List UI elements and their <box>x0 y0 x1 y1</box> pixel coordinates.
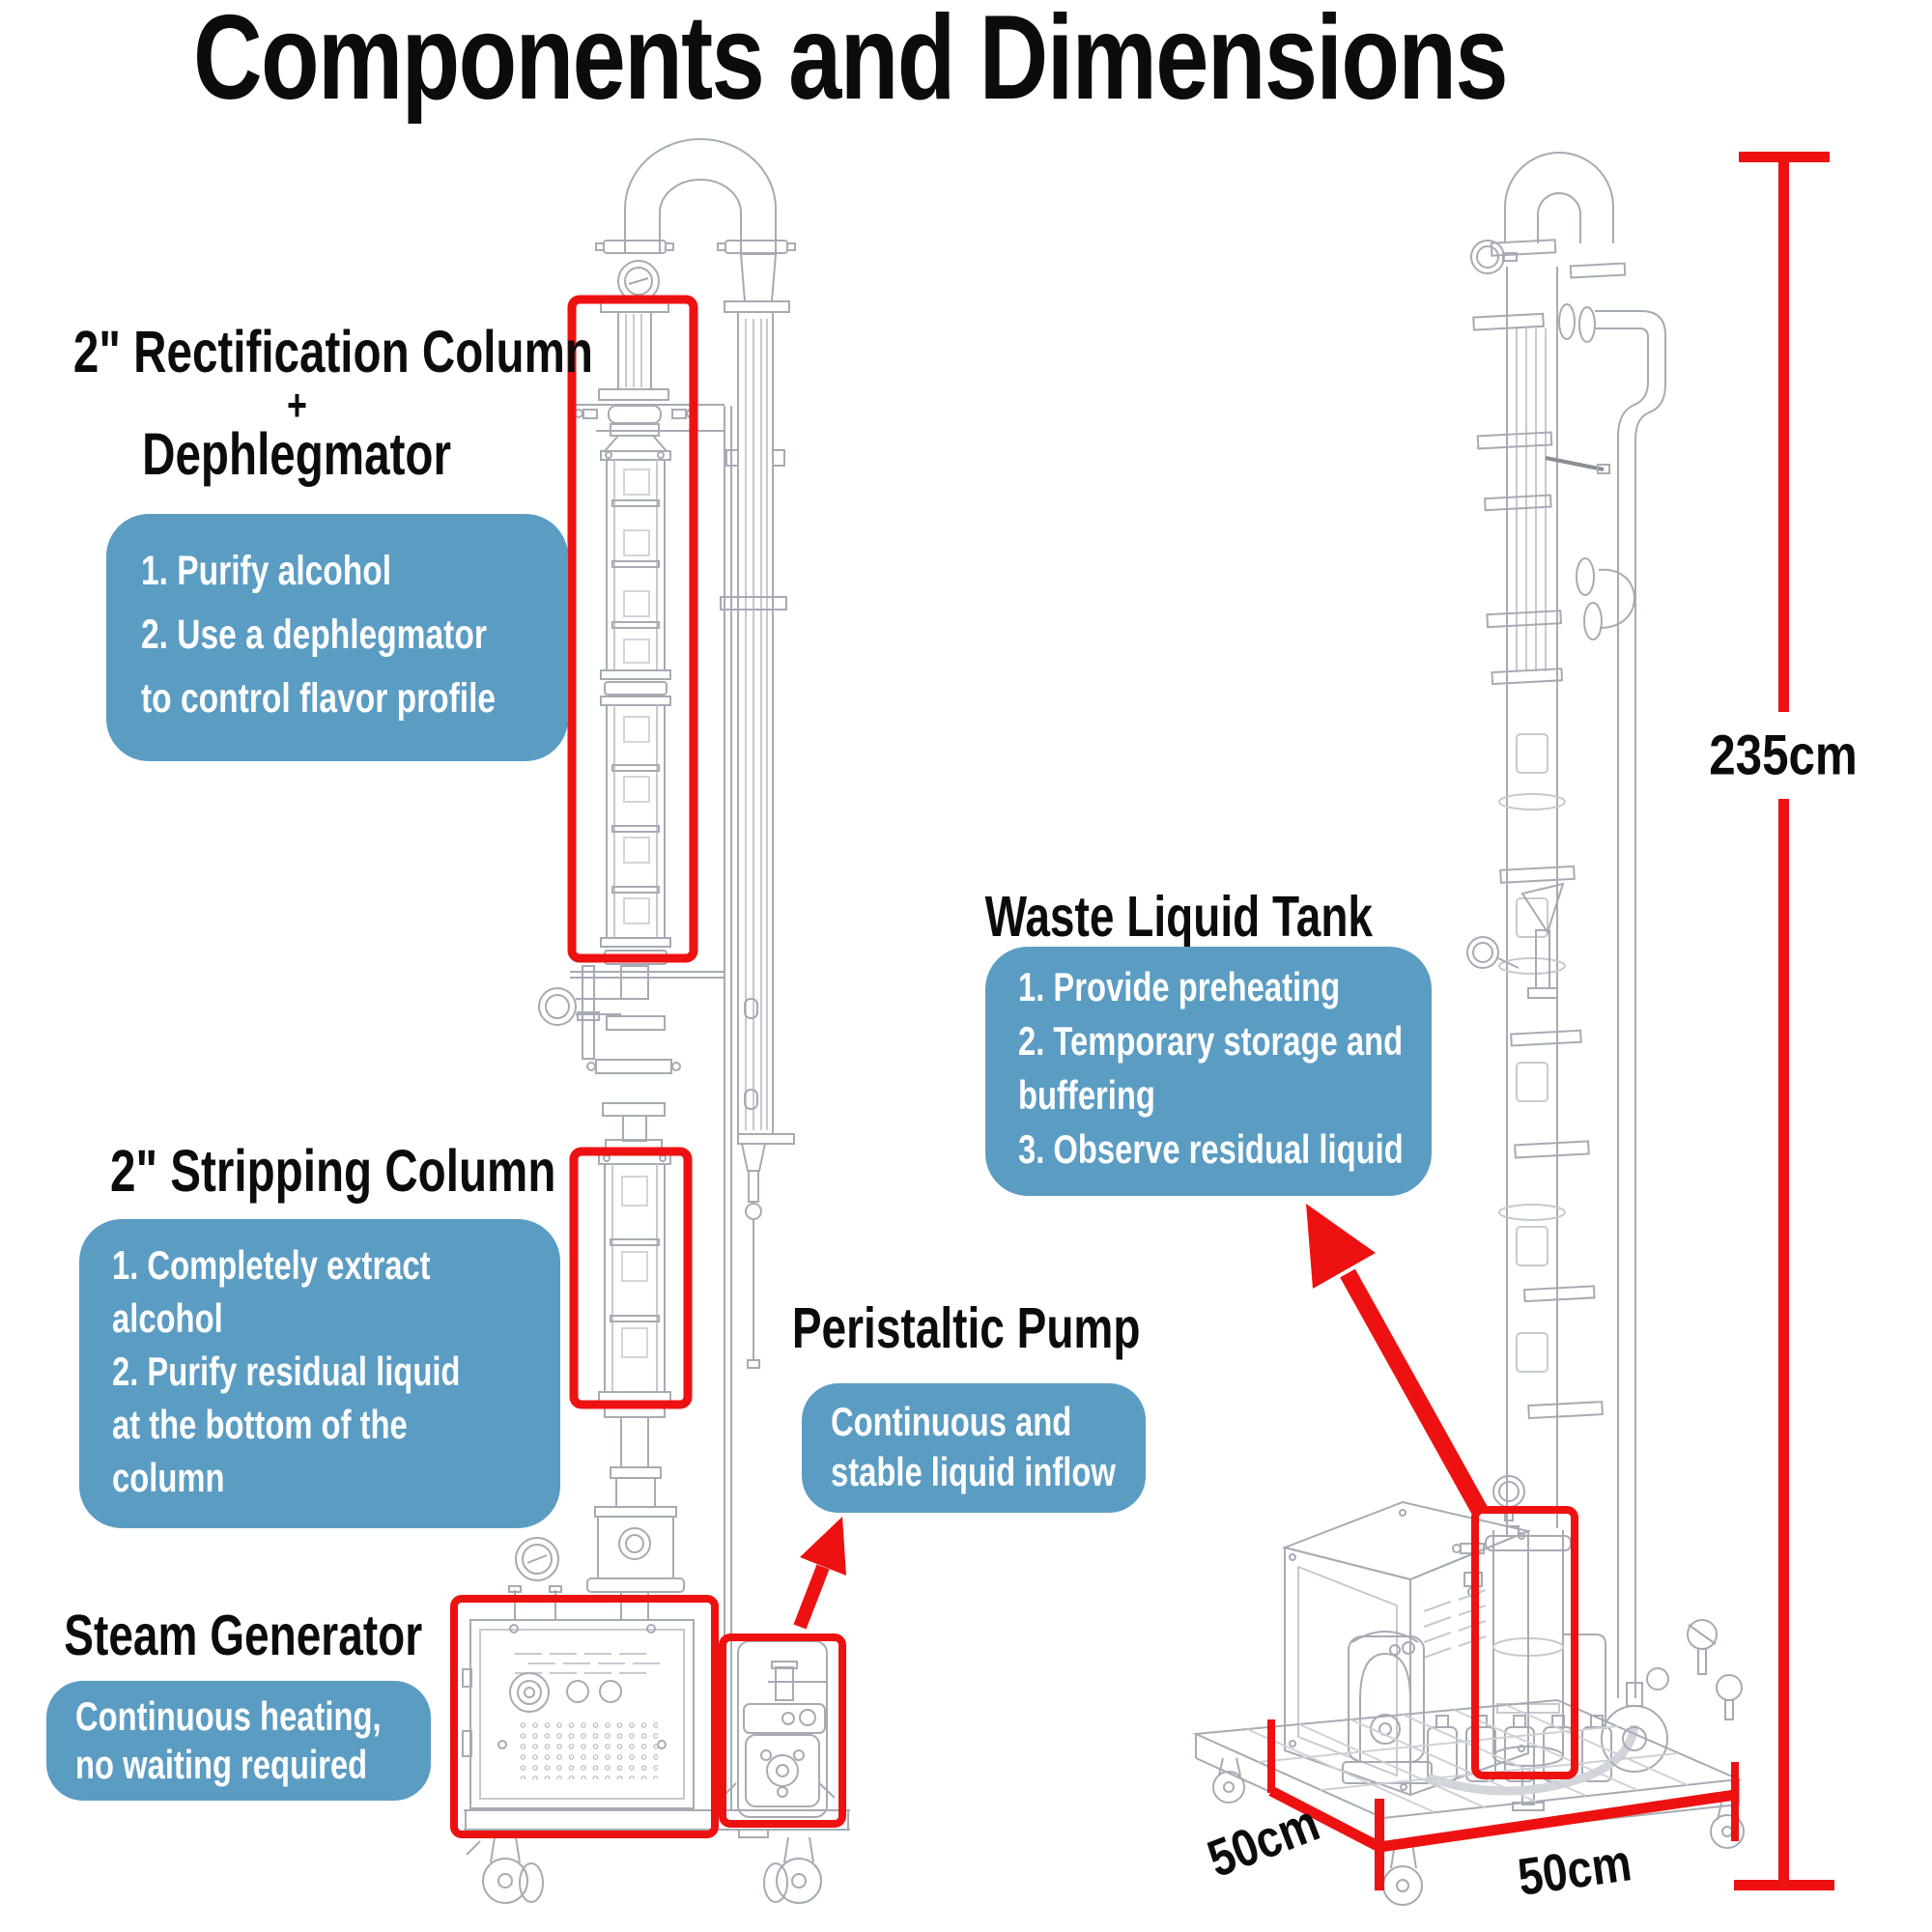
waste-tank-arrow <box>1306 1204 1488 1516</box>
width-dimension-extension <box>1731 1762 1739 1841</box>
highlight-steam-generator <box>450 1595 719 1838</box>
peristaltic-pump-heading: Peristaltic Pump <box>791 1296 1141 1360</box>
still-front-view-drawing <box>462 138 850 1904</box>
callout-line: 1. Purify alcohol <box>141 548 392 594</box>
rectification-heading-line1: 2" Rectification Column <box>72 319 593 384</box>
highlight-stripping-column <box>569 1147 693 1409</box>
steam-generator-callout-box: Continuous heating, no waiting required <box>46 1681 431 1801</box>
rectification-heading-line2: Dephlegmator <box>142 421 451 487</box>
callout-line: 2. Purify residual liquid <box>112 1349 461 1394</box>
rectification-heading-plus: + <box>286 380 307 430</box>
dimension-lines <box>1267 152 1834 1890</box>
height-dimension-label: 235cm <box>1709 724 1858 787</box>
callout-line: 1. Completely extract <box>112 1242 431 1288</box>
rectification-callout-box: 1. Purify alcohol 2. Use a dephlegmator … <box>106 514 568 761</box>
depth-dimension-extension <box>1267 1719 1275 1793</box>
callout-line: 1. Provide preheating <box>1018 964 1341 1009</box>
height-dimension-bottom-cap <box>1734 1880 1834 1890</box>
stripping-heading: 2" Stripping Column <box>110 1138 556 1204</box>
callout-line: 2. Use a dephlegmator <box>141 611 487 658</box>
callout-line: at the bottom of the <box>112 1402 408 1447</box>
height-dimension-line-upper <box>1778 152 1789 712</box>
callout-line: 3. Observe residual liquid <box>1018 1126 1404 1172</box>
page-title: Components and Dimensions <box>192 0 1509 125</box>
height-dimension-line-lower <box>1778 799 1789 1885</box>
highlight-waste-liquid-tank <box>1471 1506 1578 1779</box>
steam-generator-heading: Steam Generator <box>64 1604 423 1667</box>
highlight-rectification-column <box>567 295 698 963</box>
waste-tank-heading: Waste Liquid Tank <box>984 885 1374 949</box>
peristaltic-pump-arrow <box>793 1517 846 1630</box>
callout-line: to control flavor profile <box>141 675 497 722</box>
callout-line: stable liquid inflow <box>831 1449 1116 1494</box>
callout-line: Continuous and <box>831 1399 1072 1444</box>
callout-line: Continuous heating, <box>75 1693 382 1739</box>
stripping-callout-box: 1. Completely extract alcohol 2. Purify … <box>79 1219 560 1528</box>
waste-tank-callout-box: 1. Provide preheating 2. Temporary stora… <box>985 947 1432 1196</box>
highlight-peristaltic-pump <box>719 1634 846 1828</box>
callout-line: column <box>112 1455 225 1500</box>
callout-line: 2. Temporary storage and <box>1018 1018 1404 1064</box>
width-dimension-line <box>1378 1789 1736 1853</box>
callout-line: no waiting required <box>75 1742 368 1787</box>
callout-line: buffering <box>1018 1072 1155 1118</box>
peristaltic-pump-callout-box: Continuous and stable liquid inflow <box>802 1383 1146 1513</box>
callout-line: alcohol <box>112 1295 223 1341</box>
depth-dimension-line <box>1268 1786 1382 1852</box>
